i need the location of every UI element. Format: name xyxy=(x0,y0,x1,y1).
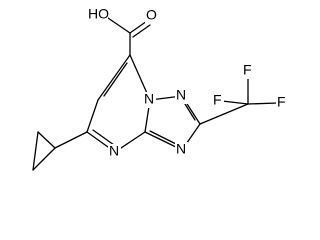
oh-label-mask xyxy=(86,7,108,23)
n-triazole-lower-label: N xyxy=(176,141,186,157)
carbonyl-o-label: O xyxy=(146,7,157,23)
bond-c-oh xyxy=(107,17,131,34)
f-right-mask xyxy=(276,95,288,111)
carboxyl-oh-label: HO xyxy=(88,6,109,22)
bond-cf3-f-right xyxy=(247,102,279,105)
bond-c-o-double-b xyxy=(132,24,151,38)
bond-cf3-f-left xyxy=(221,100,249,105)
bond-c-o-double-a xyxy=(129,20,148,34)
bond-c7-c6 xyxy=(97,54,131,101)
bond-n2-c2-inner xyxy=(184,103,196,121)
f-top-label: F xyxy=(243,62,252,78)
o-label-mask xyxy=(145,8,158,24)
n-bridge-label: N xyxy=(144,91,154,107)
n-upper-mask xyxy=(175,88,188,104)
bond-c2-cf3 xyxy=(199,103,249,125)
bond-c5-n4-inner xyxy=(92,129,115,146)
n-pyrimidine-mask xyxy=(108,144,121,160)
chemical-structure-diagram: HO O N N N N F F F xyxy=(32,5,288,171)
bond-cyclopropyl-1 xyxy=(37,131,56,149)
atom-labels: HO O N N N N F F F xyxy=(86,6,288,160)
n-upper-label: N xyxy=(176,87,186,103)
n-triazole-lower-mask xyxy=(175,142,188,158)
bond-n3-c3a-inner xyxy=(149,130,177,145)
n-bridge-mask xyxy=(143,92,156,108)
bond-cyclopropyl-3 xyxy=(32,131,39,171)
bond-c5-cyclopropyl xyxy=(54,131,88,149)
f-top-mask xyxy=(242,63,254,79)
f-right-label: F xyxy=(277,94,286,110)
n-pyrimidine-label: N xyxy=(109,143,119,159)
bond-c7-c6-inner xyxy=(103,62,128,97)
f-left-label: F xyxy=(213,92,222,108)
f-left-mask xyxy=(212,93,224,109)
bond-cyclopropyl-2 xyxy=(32,147,56,171)
bond-c6-c5 xyxy=(86,99,99,133)
